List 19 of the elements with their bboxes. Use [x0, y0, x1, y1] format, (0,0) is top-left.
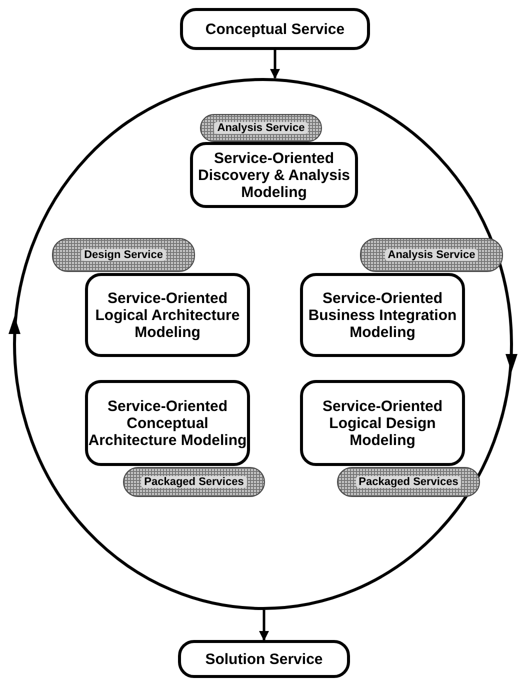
arrow: [270, 50, 280, 79]
arrow: [259, 610, 269, 641]
rounded-box: Solution Service: [178, 640, 350, 678]
tag-label: Analysis Service: [214, 122, 308, 134]
rounded-box: Service-Oriented Discovery & Analysis Modeling: [190, 142, 358, 208]
tag-label: Packaged Services: [356, 476, 462, 488]
tag-label: Packaged Services: [141, 476, 247, 488]
service-tag: [123, 467, 265, 497]
rounded-box: Conceptual Service: [180, 8, 370, 50]
service-tag: [52, 238, 195, 272]
rounded-box: Service-Oriented Conceptual Architecture Modeling: [85, 380, 250, 466]
service-tag: [200, 114, 322, 142]
tag-label: Analysis Service: [384, 249, 478, 261]
service-tag: [360, 238, 503, 272]
tag-label: Design Service: [81, 249, 166, 261]
service-tag: [337, 467, 480, 497]
rounded-box: Service-Oriented Business Integration Modeling: [300, 273, 465, 357]
rounded-box: Service-Oriented Logical Design Modeling: [300, 380, 465, 466]
rounded-box: Service-Oriented Logical Architecture Modeling: [85, 273, 250, 357]
